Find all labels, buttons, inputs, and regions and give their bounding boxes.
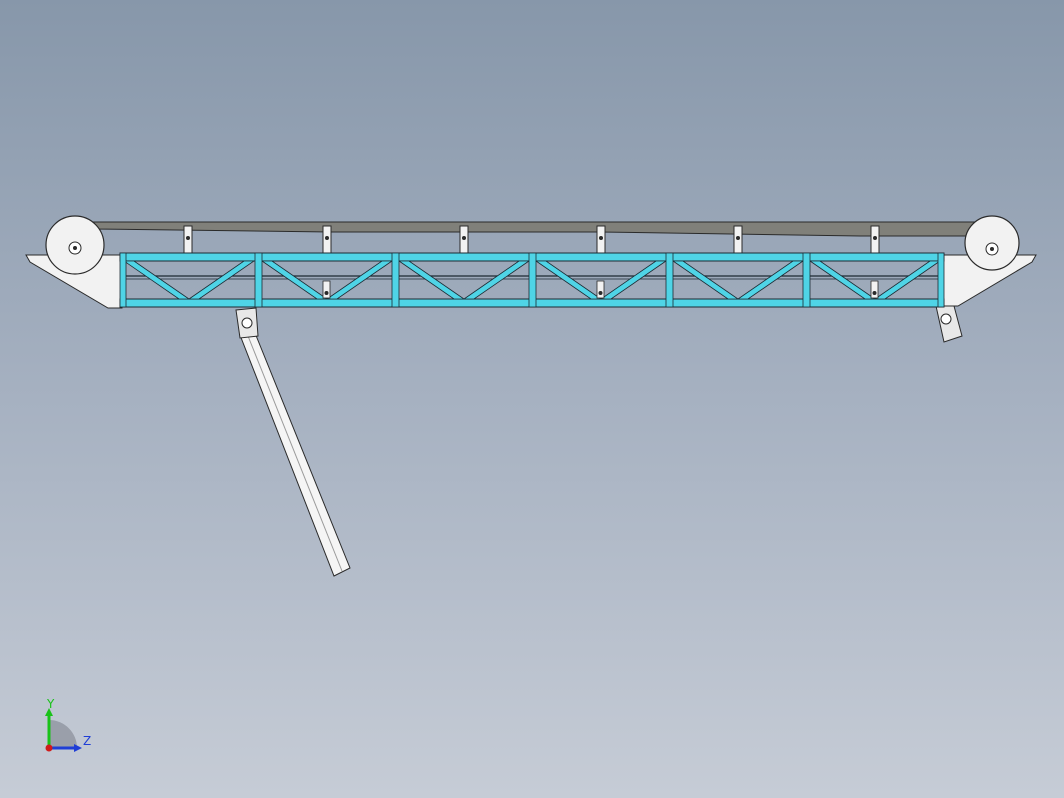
idler-posts[interactable] [183, 225, 880, 255]
truss-panel[interactable] [808, 260, 942, 300]
truss-frame[interactable] [119, 252, 945, 308]
idler-post[interactable] [733, 225, 743, 255]
left-pulley[interactable] [45, 215, 105, 275]
truss-panel[interactable] [260, 260, 394, 300]
truss-panel[interactable] [534, 260, 668, 300]
right-pulley[interactable] [964, 215, 1020, 271]
truss-panel[interactable] [671, 260, 805, 300]
triad-y-label: Y [47, 697, 55, 711]
idler-post[interactable] [459, 225, 469, 255]
right-bracket[interactable] [935, 305, 963, 343]
idler-post[interactable] [183, 225, 193, 255]
idler-post[interactable] [870, 225, 880, 255]
idler-post[interactable] [596, 225, 606, 255]
conveyor-belt[interactable] [59, 221, 1011, 237]
left-end-plate[interactable] [25, 254, 123, 309]
triad-z-label: Z [83, 734, 92, 748]
idler-post[interactable] [322, 225, 332, 255]
truss-panel[interactable] [397, 260, 531, 300]
support-leg[interactable] [235, 307, 351, 577]
reference-triad: Y Z [36, 698, 106, 758]
truss-panel[interactable] [122, 260, 256, 300]
triad-axes-icon [45, 708, 82, 752]
